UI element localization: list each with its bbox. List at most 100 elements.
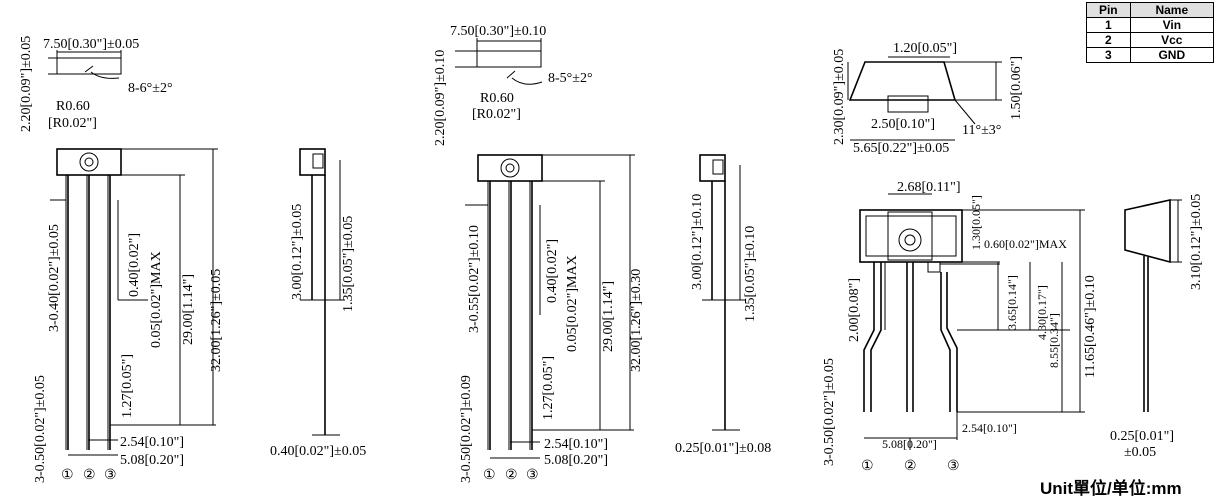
package-c-top-offset-dim: 1.30[0.05"] [969, 195, 983, 250]
package-c-bend-dim: 2.00[0.08"] [847, 278, 862, 342]
pin-table: Pin Name 1 Vin 2 Vcc 3 GND [1086, 2, 1214, 63]
package-b-side-view: 3.00[0.12"]±0.10 1.35[0.05"]±0.10 0.25[0… [675, 154, 771, 456]
package-c-front-view: 2.68[0.11"] 1.30[0.05"] 0.60[0.02"]MAX 3… [822, 180, 1098, 474]
package-c-body [859, 209, 963, 263]
package-a-pin-2-marker: ② [83, 468, 96, 483]
package-c-lead-3-edge [946, 272, 958, 412]
package-b-spacing-dim: 2.54[0.10"] [544, 437, 608, 452]
pin-name: Vcc [1129, 32, 1214, 48]
package-c-side-body-dim: 3.10[0.12"]±0.05 [1189, 194, 1204, 290]
package-c-pin-3-marker: ③ [947, 459, 960, 474]
package-b-pin-1-marker: ① [483, 468, 496, 483]
package-b-lead-max-dim: 0.05[0.02"]MAX [565, 255, 580, 352]
package-a-span-dim: 5.08[0.20"] [120, 453, 184, 468]
pin-number: 1 [1086, 17, 1131, 33]
package-b-top-height-dim: 2.20[0.09"]±0.10 [433, 50, 448, 146]
package-b-angle-dim: 8-5°±2° [548, 71, 593, 86]
package-b-span-dim: 5.08[0.20"] [544, 453, 608, 468]
dim-line [84, 65, 120, 79]
package-b-radius-inch: [R0.02"] [472, 107, 521, 122]
package-b-lead-dia-dim: 3-0.50[0.02"]±0.09 [459, 375, 474, 483]
package-c-angle-dim: 11°±3° [962, 123, 1001, 138]
package-a-side-body-dim: 3.00[0.12"]±0.05 [290, 204, 305, 300]
package-b-lead-length-dim: 29.00[1.14"] [601, 281, 616, 352]
package-c-top-height-dim: 2.30[0.09"]±0.05 [832, 49, 847, 145]
package-c-side-lead-thk-tol: ±0.05 [1124, 445, 1156, 460]
package-b-front-view: 3-0.55[0.02"]±0.10 0.40[0.02"] 0.05[0.02… [459, 154, 644, 483]
package-c-d4-dim: 11.65[0.46"]±0.10 [1083, 275, 1098, 378]
package-a-spacing-dim: 2.54[0.10"] [120, 435, 184, 450]
package-c-lead-dia-dim: 3-0.50[0.02"]±0.05 [822, 358, 837, 466]
package-c-inner-width-dim: 2.50[0.10"] [871, 117, 935, 132]
package-a-side-lead-thk-dim: 0.40[0.02"]±0.05 [270, 444, 366, 459]
package-c-side-lead-thk-dim: 0.25[0.01"] [1110, 429, 1174, 444]
table-row: 3 GND [1086, 47, 1214, 63]
package-a-lead-max-dim: 0.05[0.02"]MAX [149, 251, 164, 348]
package-c-lead-1 [863, 262, 875, 412]
package-c: 1.20[0.05"] 1.50[0.06"] 2.50[0.10"] 11°±… [822, 41, 1204, 474]
package-c-max-dim: 0.60[0.02"]MAX [984, 237, 1067, 251]
package-b-side-lead-thk-dim: 0.25[0.01"]±0.08 [675, 441, 771, 456]
package-a-pin-3-marker: ③ [104, 468, 117, 483]
package-c-lead-3 [940, 272, 951, 412]
pin-number: 2 [1086, 32, 1131, 48]
package-b-lens-inner [505, 163, 515, 173]
package-a: 7.50[0.30"]±0.05 8-6°±2° R0.60 [R0.02"] … [19, 36, 366, 483]
package-c-window-dim: 1.20[0.05"] [893, 41, 957, 56]
package-a-side-thickness-dim: 1.35[0.05"]±0.05 [341, 216, 356, 312]
package-b-radius-dim: R0.60 [480, 91, 514, 106]
pin-table-header: Pin Name [1086, 2, 1214, 18]
package-a-side-lens [312, 153, 324, 169]
package-c-pin-2-marker: ② [904, 459, 917, 474]
package-b-total-length-dim: 32.00[1.26"]±0.30 [629, 269, 644, 372]
package-b-top-outline [476, 50, 542, 68]
package-c-body-inner [865, 215, 957, 257]
unit-note: Unit單位/单位:mm [1040, 479, 1182, 498]
package-c-top-width-dim: 5.65[0.22"]±0.05 [853, 141, 949, 156]
package-b-top-view: 7.50[0.30"]±0.10 8-5°±2° R0.60 [R0.02"] … [433, 24, 593, 146]
pin-table-header-name: Name [1129, 2, 1214, 18]
package-a-top-view: 7.50[0.30"]±0.05 8-6°±2° R0.60 [R0.02"] … [19, 36, 173, 132]
table-row: 2 Vcc [1086, 32, 1214, 48]
package-c-d3-dim: 8.55[0.34"] [1047, 313, 1061, 368]
package-c-window [887, 211, 933, 261]
package-b-lens [500, 158, 520, 178]
package-c-lead-1-edge [870, 262, 882, 412]
dim-line [954, 99, 976, 125]
package-b-top-width-dim: 7.50[0.30"]±0.10 [450, 24, 546, 39]
package-c-lens-inner [904, 234, 916, 246]
package-c-top-view: 1.20[0.05"] 1.50[0.06"] 2.50[0.10"] 11°±… [832, 41, 1024, 156]
package-a-top-height-dim: 2.20[0.09"]±0.05 [19, 36, 34, 132]
package-a-lead-width-dim: 3-0.40[0.02"]±0.05 [47, 224, 62, 332]
package-c-pin-1-marker: ① [861, 459, 874, 474]
package-c-tab [927, 261, 941, 273]
package-c-window-width-dim: 2.68[0.11"] [897, 180, 961, 195]
package-c-side-view: 3.10[0.12"]±0.05 0.25[0.01"] ±0.05 [1110, 194, 1204, 460]
package-a-lead-length-dim: 29.00[1.14"] [181, 274, 196, 345]
pin-name: GND [1129, 47, 1214, 63]
package-b-lead-gap-dim: 0.40[0.02"] [545, 239, 560, 303]
pin-table-header-pin: Pin [1086, 2, 1131, 18]
pin-name: Vin [1129, 17, 1214, 33]
package-b: 7.50[0.30"]±0.10 8-5°±2° R0.60 [R0.02"] … [433, 24, 771, 483]
package-b-pitch-dim: 1.27[0.05"] [541, 356, 556, 420]
package-a-pitch-dim: 1.27[0.05"] [120, 354, 135, 418]
package-c-side-body [1124, 199, 1171, 264]
table-row: 1 Vin [1086, 17, 1214, 33]
package-b-pin-3-marker: ③ [526, 468, 539, 483]
package-a-front-view: 0.40[0.02"] 0.05[0.02"]MAX 29.00[1.14"] … [33, 148, 224, 483]
package-a-radius-dim: R0.60 [56, 99, 90, 114]
package-a-pin-1-marker: ① [61, 468, 74, 483]
package-a-lens [79, 152, 99, 172]
package-b-body [477, 154, 543, 182]
package-c-span-dim: 5.08[0.20"] [882, 437, 937, 451]
package-a-radius-inch: [R0.02"] [48, 116, 97, 131]
package-a-side-view: 3.00[0.12"]±0.05 1.35[0.05"]±0.05 0.40[0… [270, 148, 366, 459]
package-c-top-outline [848, 61, 957, 101]
package-a-lens-inner [84, 157, 94, 167]
package-c-d1-dim: 3.65[0.14"] [1005, 275, 1019, 330]
package-b-side-thickness-dim: 1.35[0.05"]±0.10 [743, 226, 758, 322]
package-b-pin-2-marker: ② [505, 468, 518, 483]
pin-number: 3 [1086, 47, 1131, 63]
